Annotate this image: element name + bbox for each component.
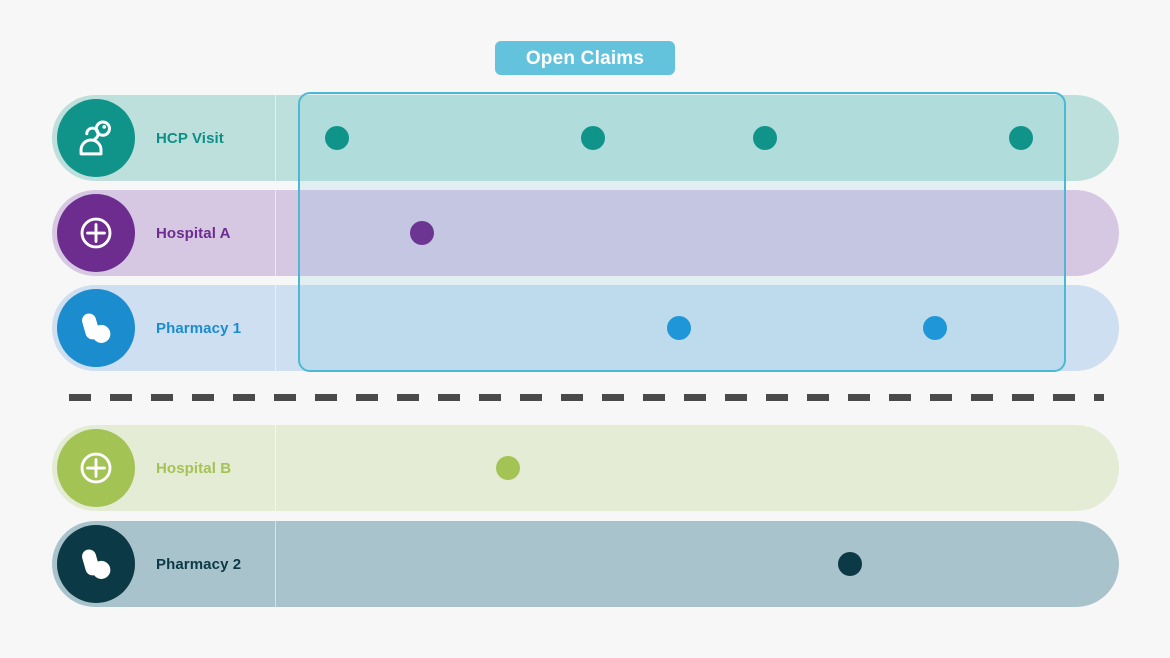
event-dot-hcp-visit-2[interactable]	[581, 126, 605, 150]
timeline-row-hcp-visit[interactable]: HCP Visit	[52, 95, 1119, 181]
row-label-hcp-visit: HCP Visit	[156, 129, 224, 147]
timeline-row-hospital-b[interactable]: Hospital B	[52, 425, 1119, 511]
row-label-divider	[275, 190, 276, 276]
event-dot-pharmacy-2-1[interactable]	[838, 552, 862, 576]
event-dot-pharmacy-1-1[interactable]	[667, 316, 691, 340]
pharmacy-pills-icon	[57, 525, 135, 603]
event-dot-hcp-visit-4[interactable]	[1009, 126, 1033, 150]
open-claims-title-pill: Open Claims	[495, 41, 675, 75]
event-dot-hospital-b-1[interactable]	[496, 456, 520, 480]
timeline-row-hospital-a[interactable]: Hospital A	[52, 190, 1119, 276]
dashed-separator	[69, 394, 1104, 401]
row-label-pharmacy-1: Pharmacy 1	[156, 319, 242, 337]
row-band	[52, 425, 1119, 511]
hospital-plus-icon	[57, 194, 135, 272]
row-band	[52, 521, 1119, 607]
timeline-row-pharmacy-1[interactable]: Pharmacy 1	[52, 285, 1119, 371]
row-label-divider	[275, 285, 276, 371]
page-title: Open Claims	[525, 47, 645, 69]
pharmacy-pills-icon	[57, 289, 135, 367]
event-dot-hcp-visit-1[interactable]	[325, 126, 349, 150]
event-dot-hcp-visit-3[interactable]	[753, 126, 777, 150]
row-label-divider	[275, 521, 276, 607]
row-band	[52, 190, 1119, 276]
row-label-hospital-a: Hospital A	[156, 224, 231, 242]
row-label-hospital-b: Hospital B	[156, 459, 232, 477]
row-label-divider	[275, 95, 276, 181]
row-label-pharmacy-2: Pharmacy 2	[156, 555, 242, 573]
event-dot-pharmacy-1-2[interactable]	[923, 316, 947, 340]
event-dot-hospital-a-1[interactable]	[410, 221, 434, 245]
doctor-person-icon	[57, 99, 135, 177]
hospital-plus-icon	[57, 429, 135, 507]
row-label-divider	[275, 425, 276, 511]
timeline-row-pharmacy-2[interactable]: Pharmacy 2	[52, 521, 1119, 607]
